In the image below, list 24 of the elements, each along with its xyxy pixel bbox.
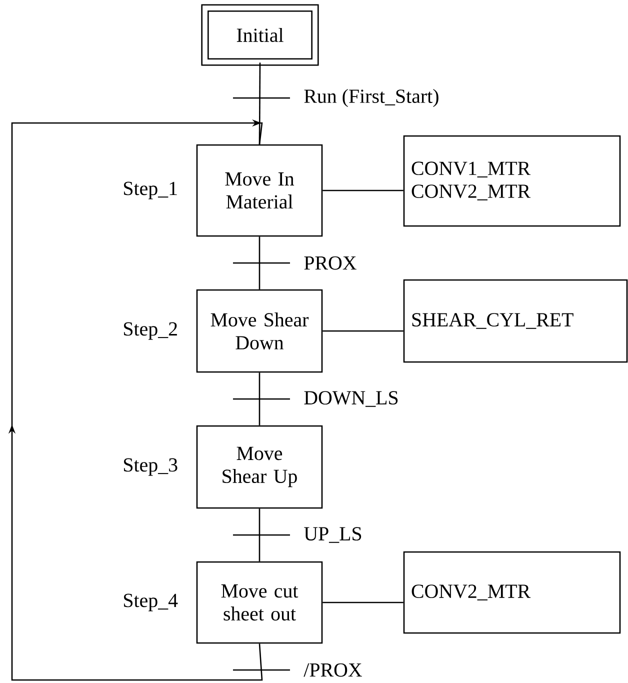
step-box: Move Shear Up [196, 425, 323, 509]
action-box: CONV1_MTR CONV2_MTR [403, 135, 621, 227]
step-box: Move Shear Down [196, 289, 323, 373]
transition-label: PROX [304, 256, 356, 270]
step-label: Step_4 [124, 594, 178, 612]
step-label: Step_3 [124, 458, 178, 476]
connector-line [322, 190, 404, 192]
transition-label: /PROX [304, 663, 362, 677]
transition-label: Run (First_Start) [304, 88, 438, 108]
step-label: Step_1 [124, 182, 177, 200]
action-box: CONV2_MTR [403, 551, 621, 634]
step-box: Move In Material [196, 144, 323, 237]
transition-label: UP_LS [304, 527, 362, 543]
connector-line [258, 372, 260, 426]
connector-line [258, 236, 260, 290]
action-box: SHEAR_CYL_RET [403, 279, 628, 363]
step-label: Step_2 [124, 322, 177, 340]
connector-line [322, 602, 404, 604]
connector-line [322, 330, 404, 332]
initial-step-box: Initial [201, 4, 319, 66]
transition-label: DOWN_LS [304, 391, 398, 407]
loop-arrow [8, 119, 263, 681]
connector-line [258, 508, 260, 562]
step-box: Move cut sheet out [196, 561, 323, 644]
